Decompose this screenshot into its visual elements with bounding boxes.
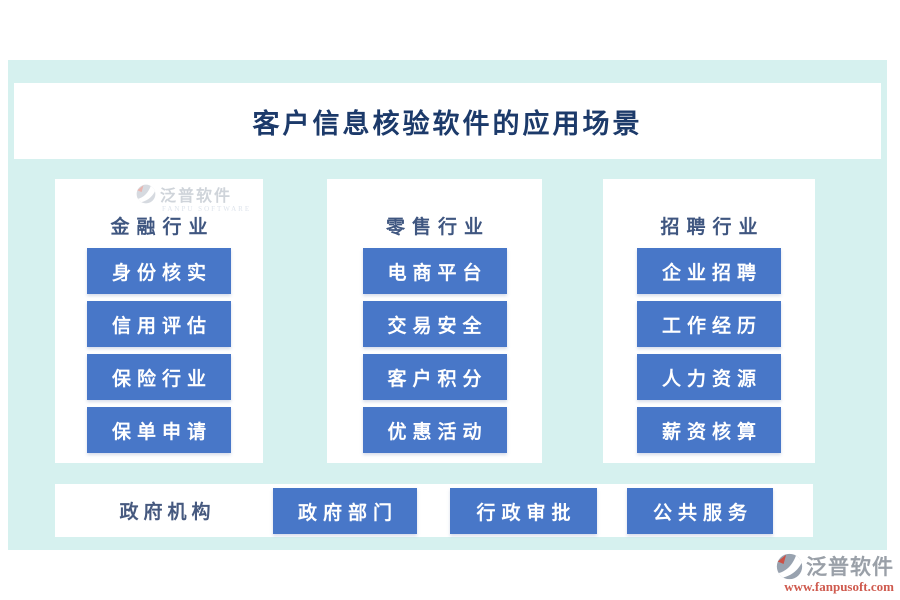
item-button-government-department[interactable]: 政府部门 (273, 488, 417, 534)
column-card-finance: 金融行业 身份核实 信用评估 保险行业 保单申请 (55, 179, 263, 463)
item-button-enterprise-recruitment[interactable]: 企业招聘 (637, 248, 781, 294)
item-button-salary-accounting[interactable]: 薪资核算 (637, 407, 781, 453)
bottom-bar-government: 政府机构 政府部门 行政审批 公共服务 (55, 484, 813, 537)
column-card-retail: 零售行业 电商平台 交易安全 客户积分 优惠活动 (327, 179, 542, 463)
item-button-work-experience[interactable]: 工作经历 (637, 301, 781, 347)
item-button-policy-application[interactable]: 保单申请 (87, 407, 231, 453)
page-title: 客户信息核验软件的应用场景 (252, 108, 643, 139)
title-banner: 客户信息核验软件的应用场景 (14, 83, 881, 159)
fanpu-logo-icon (776, 553, 803, 580)
item-button-public-service[interactable]: 公共服务 (627, 488, 773, 534)
brand-url-text: www.fanpusoft.com (784, 579, 894, 594)
main-panel: 客户信息核验软件的应用场景 金融行业 身份核实 信用评估 保险行业 保单申请 零… (8, 60, 887, 550)
column-card-recruitment: 招聘行业 企业招聘 工作经历 人力资源 薪资核算 (603, 179, 815, 463)
item-button-customer-points[interactable]: 客户积分 (362, 354, 507, 400)
item-button-ecommerce-platform[interactable]: 电商平台 (362, 248, 507, 294)
item-button-credit-evaluation[interactable]: 信用评估 (87, 301, 231, 347)
watermark-bottom: 泛普软件 www.fanpusoft.com (768, 551, 894, 595)
item-button-human-resources[interactable]: 人力资源 (637, 354, 781, 400)
item-button-promotions[interactable]: 优惠活动 (362, 407, 507, 453)
item-button-insurance-industry[interactable]: 保险行业 (87, 354, 231, 400)
item-button-identity-check[interactable]: 身份核实 (87, 248, 231, 294)
bottom-row-header: 政府机构 (119, 502, 216, 523)
brand-name-text: 泛普软件 (806, 555, 894, 579)
item-button-transaction-security[interactable]: 交易安全 (362, 301, 507, 347)
column-header-finance: 金融行业 (110, 217, 215, 238)
column-header-retail: 零售行业 (385, 217, 490, 238)
item-button-administrative-approval[interactable]: 行政审批 (450, 488, 597, 534)
column-header-recruitment: 招聘行业 (660, 217, 765, 238)
